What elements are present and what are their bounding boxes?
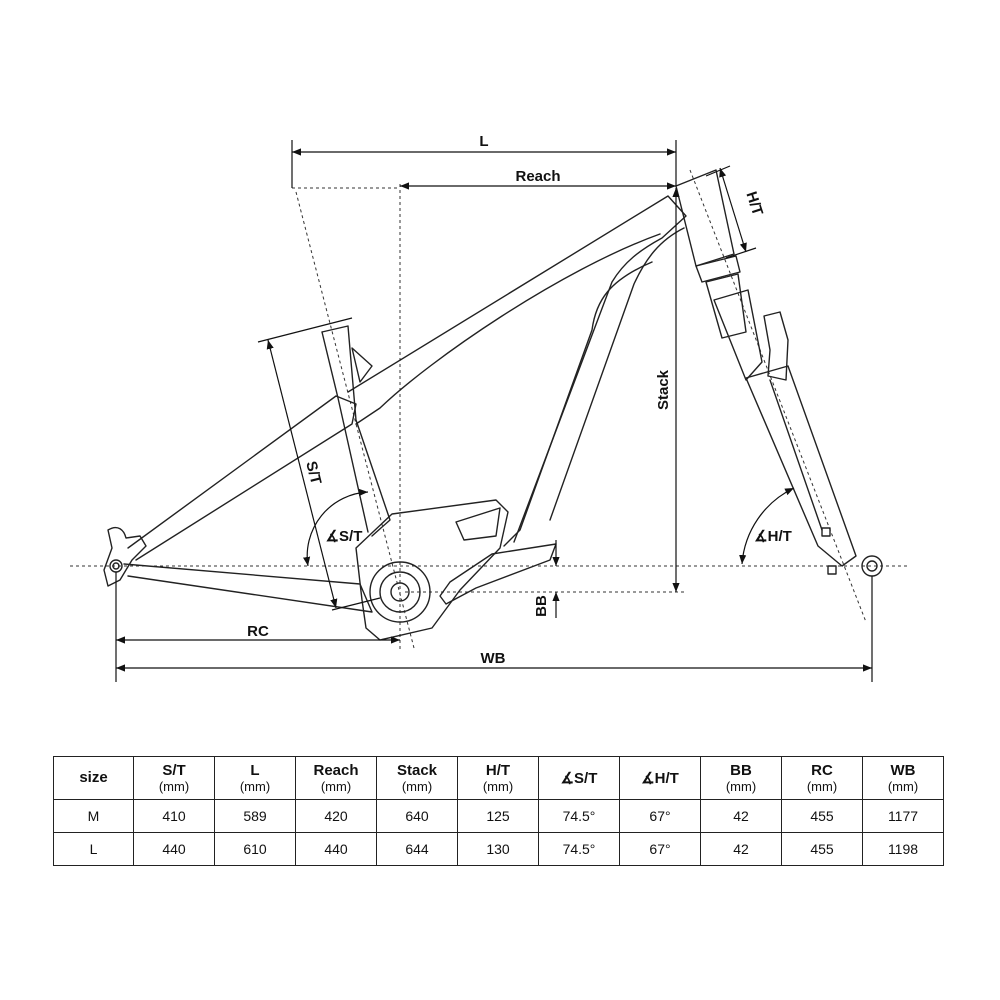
seat-tube bbox=[321, 325, 391, 537]
table-cell: 440 bbox=[295, 832, 377, 866]
fork-crown bbox=[713, 289, 763, 381]
ht-label: H/T bbox=[742, 189, 766, 217]
fork-leg-inner bbox=[769, 379, 823, 531]
battery-cover bbox=[455, 507, 501, 541]
table-cell: 1198 bbox=[862, 832, 944, 866]
st-angle-arc bbox=[303, 488, 369, 567]
motor-housing bbox=[355, 499, 509, 641]
down-tube bbox=[503, 261, 653, 547]
motor-mid bbox=[379, 571, 421, 613]
st-label: S/T bbox=[302, 460, 324, 487]
table-cell: 125 bbox=[457, 799, 539, 833]
col-header-rc: RC(mm) bbox=[781, 756, 863, 800]
seat-axis-line bbox=[295, 191, 415, 649]
wb-label: WB bbox=[481, 650, 506, 667]
frame-geometry-diagram: L Reach H/T Stack S/T ∡S/T ∡H/T BB RC WB bbox=[70, 133, 908, 682]
table-cell: 610 bbox=[214, 832, 296, 866]
dimension-labels: L Reach H/T Stack S/T ∡S/T ∡H/T BB RC WB bbox=[247, 133, 792, 667]
fork-tab-1 bbox=[821, 527, 831, 537]
fork-leg bbox=[745, 365, 857, 567]
dimension-lines bbox=[115, 140, 873, 682]
seat-tube-rear bbox=[321, 331, 369, 533]
l-label: L bbox=[479, 133, 488, 150]
table-cell: 455 bbox=[781, 832, 863, 866]
motor-outer bbox=[369, 561, 431, 623]
table-cell: 42 bbox=[700, 799, 782, 833]
rear-dropout bbox=[103, 526, 147, 587]
table-row: M 410 589 420 640 125 74.5° 67° 42 455 1… bbox=[53, 799, 944, 833]
col-header-wb: WB(mm) bbox=[862, 756, 944, 800]
ht-ext-top bbox=[705, 165, 731, 177]
top-tube-lower bbox=[355, 233, 661, 425]
st-angle-label: ∡S/T bbox=[326, 528, 363, 545]
table-cell: 42 bbox=[700, 832, 782, 866]
table-cell: 644 bbox=[376, 832, 458, 866]
table-cell: 410 bbox=[133, 799, 215, 833]
fork-arch bbox=[763, 311, 789, 381]
reference-lines bbox=[70, 169, 908, 650]
col-header-st-angle: ∡S/T bbox=[538, 756, 620, 800]
col-header-st: S/T(mm) bbox=[133, 756, 215, 800]
ht-angle-label: ∡H/T bbox=[754, 528, 792, 545]
st-ext-bottom bbox=[331, 597, 381, 611]
col-header-ht: H/T(mm) bbox=[457, 756, 539, 800]
table-cell: 589 bbox=[214, 799, 296, 833]
table-cell: 640 bbox=[376, 799, 458, 833]
bottom-bracket bbox=[390, 582, 410, 602]
reach-label: Reach bbox=[515, 168, 560, 185]
steerer bbox=[705, 273, 747, 339]
bike-frame bbox=[103, 169, 883, 641]
col-header-stack: Stack(mm) bbox=[376, 756, 458, 800]
front-axle-inner bbox=[866, 560, 878, 572]
table-cell: 130 bbox=[457, 832, 539, 866]
row-size: M bbox=[53, 799, 134, 833]
table-cell: 440 bbox=[133, 832, 215, 866]
table-cell: 74.5° bbox=[538, 799, 620, 833]
col-header-bb: BB(mm) bbox=[700, 756, 782, 800]
head-tube bbox=[675, 169, 735, 267]
rc-label: RC bbox=[247, 623, 269, 640]
table-cell: 74.5° bbox=[538, 832, 620, 866]
table-cell: 1177 bbox=[862, 799, 944, 833]
st-dim-line bbox=[266, 339, 338, 609]
table-header-row: size S/T(mm) L(mm) Reach(mm) Stack(mm) H… bbox=[53, 756, 944, 800]
chain-stay bbox=[123, 563, 373, 613]
table-cell: 67° bbox=[619, 832, 701, 866]
st-ext-top bbox=[257, 317, 353, 343]
ht-angle-arc bbox=[739, 487, 795, 565]
col-header-l: L(mm) bbox=[214, 756, 296, 800]
skid-plate bbox=[439, 543, 557, 605]
geometry-table: size S/T(mm) L(mm) Reach(mm) Stack(mm) H… bbox=[53, 756, 944, 866]
ht-ext-bottom bbox=[725, 247, 757, 259]
table-cell: 67° bbox=[619, 799, 701, 833]
col-header-reach: Reach(mm) bbox=[295, 756, 377, 800]
table-cell: 455 bbox=[781, 799, 863, 833]
col-header-ht-angle: ∡H/T bbox=[619, 756, 701, 800]
top-tube bbox=[347, 195, 687, 543]
size-header: size bbox=[53, 756, 134, 800]
row-size: L bbox=[53, 832, 134, 866]
table-cell: 420 bbox=[295, 799, 377, 833]
ht-dim-line bbox=[719, 167, 747, 253]
bb-label: BB bbox=[533, 595, 550, 617]
head-axis-line bbox=[689, 169, 867, 623]
stack-label: Stack bbox=[655, 369, 672, 410]
seat-gusset bbox=[351, 347, 373, 383]
rear-axle-inner bbox=[112, 562, 120, 570]
fork-tab-2 bbox=[827, 565, 837, 575]
table-row: L 440 610 440 644 130 74.5° 67° 42 455 1… bbox=[53, 832, 944, 866]
headset bbox=[695, 255, 741, 283]
